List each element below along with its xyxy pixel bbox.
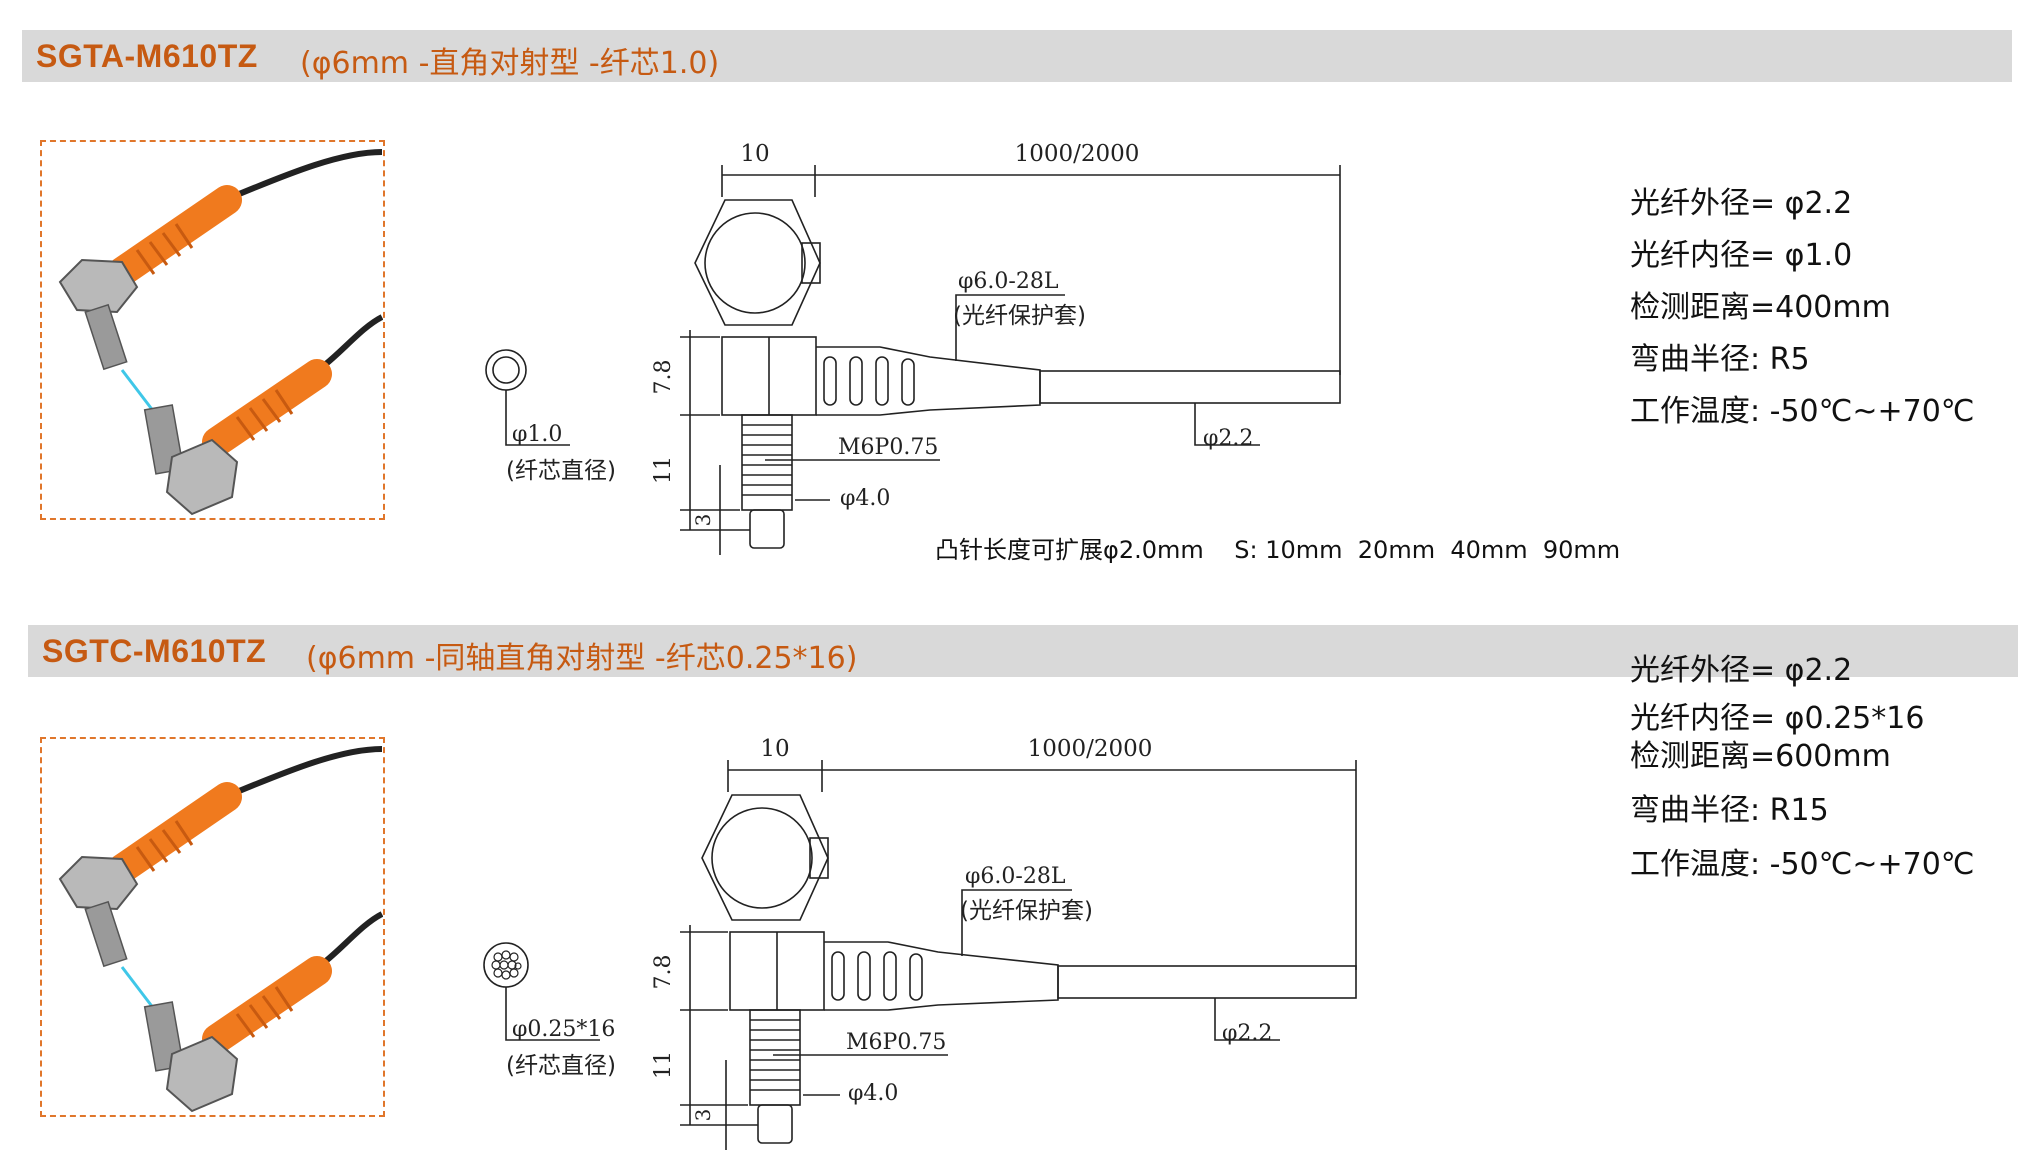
technical-drawing: 10 1000/2000 φ6.0-28L (光纤保护套) 7.8 11 3 M… (485, 141, 1341, 555)
section-header-bar: SGTC-M610TZ (φ6mm -同轴直角对射型 -纤芯0.25*16) (28, 625, 2018, 677)
spec-fiber-outer: 光纤外径= φ2.2 (1630, 186, 1853, 221)
dim-fiber-length: 1000/2000 (1015, 141, 1140, 167)
spec-fiber-inner: 光纤内径= φ1.0 (1630, 238, 1853, 273)
spec-operating-temp: 工作温度: -50℃~+70℃ (1630, 847, 1975, 882)
pin-extension-note: 凸针长度可扩展φ2.0mm S: 10mm 20mm 40mm 90mm (935, 536, 1621, 564)
dim-thread-length: 11 (651, 456, 676, 484)
thread-spec: M6P0.75 (838, 435, 938, 460)
thread-spec: M6P0.75 (846, 1030, 946, 1055)
model-name: SGTA-M610TZ (36, 38, 258, 74)
dim-fiber-length: 1000/2000 (1028, 736, 1153, 762)
fiber-outer-diameter: φ2.2 (1222, 1021, 1272, 1046)
tip-diameter: φ4.0 (840, 486, 890, 511)
dim-thread-length: 11 (651, 1051, 676, 1079)
fiber-outer-diameter: φ2.2 (1203, 426, 1253, 451)
spec-fiber-inner: 光纤内径= φ0.25*16 (1630, 701, 1925, 736)
dim-body-height: 7.8 (651, 955, 676, 990)
sleeve-spec: φ6.0-28L (965, 864, 1066, 889)
dim-hex-width: 10 (740, 141, 769, 167)
core-diameter: φ0.25*16 (512, 1017, 615, 1042)
spec-detect-distance: 检测距离=400mm (1630, 290, 1891, 325)
spec-bend-radius: 弯曲半径: R5 (1630, 342, 1810, 377)
spec-detect-distance: 检测距离=600mm (1630, 739, 1891, 774)
core-note: (纤芯直径) (506, 458, 616, 484)
spec-bend-radius: 弯曲半径: R15 (1630, 793, 1829, 828)
sleeve-note: (光纤保护套) (953, 303, 1086, 329)
dim-hex-width: 10 (760, 736, 789, 762)
product-photo (40, 737, 385, 1117)
core-diameter: φ1.0 (512, 422, 562, 447)
model-name: SGTC-M610TZ (42, 633, 267, 669)
technical-drawing: 10 1000/2000 φ6.0-28L (光纤保护套) 7.8 11 3 M… (483, 736, 1357, 1150)
spec-fiber-outer: 光纤外径= φ2.2 (1630, 653, 1853, 688)
spec-list: 光纤外径= φ2.2 光纤内径= φ0.25*16 检测距离=600mm 弯曲半… (1630, 607, 1974, 889)
section-header-bar: SGTA-M610TZ (φ6mm -直角对射型 -纤芯1.0) (22, 30, 2012, 82)
dim-tip-length: 3 (691, 514, 715, 527)
dim-body-height: 7.8 (651, 360, 676, 395)
sleeve-note: (光纤保护套) (960, 898, 1093, 924)
product-section-2: SGTC-M610TZ (φ6mm -同轴直角对射型 -纤芯0.25*16) (0, 595, 2036, 1170)
core-note: (纤芯直径) (506, 1053, 616, 1079)
spec-operating-temp: 工作温度: -50℃~+70℃ (1630, 394, 1975, 429)
tip-diameter: φ4.0 (848, 1081, 898, 1106)
model-description: (φ6mm -直角对射型 -纤芯1.0) (300, 46, 720, 81)
dim-tip-length: 3 (691, 1109, 715, 1122)
spec-list: 光纤外径= φ2.2 光纤内径= φ1.0 检测距离=400mm 弯曲半径: R… (1630, 178, 1974, 438)
sleeve-spec: φ6.0-28L (958, 269, 1059, 294)
product-photo (40, 140, 385, 520)
model-description: (φ6mm -同轴直角对射型 -纤芯0.25*16) (306, 641, 858, 676)
product-section-1: SGTA-M610TZ (φ6mm -直角对射型 -纤芯1.0) (0, 0, 2036, 575)
